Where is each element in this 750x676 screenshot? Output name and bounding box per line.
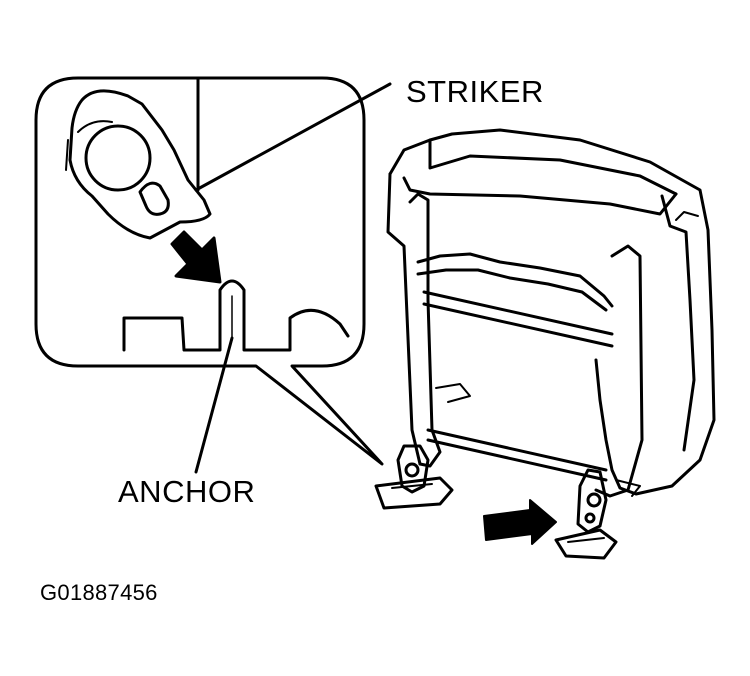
seat-back bbox=[388, 128, 716, 496]
arrow-right-icon bbox=[483, 499, 557, 545]
anchor-label: ANCHOR bbox=[118, 474, 256, 509]
left-frame bbox=[408, 192, 442, 468]
striker-large-hole bbox=[84, 124, 152, 192]
arrow-down-right-icon bbox=[170, 230, 222, 284]
seat-assembly bbox=[374, 128, 716, 560]
right-latch bbox=[576, 468, 608, 534]
middle-crossbar bbox=[422, 290, 614, 336]
anchor-leader bbox=[194, 336, 234, 474]
striker-plate bbox=[68, 89, 212, 240]
right-frame bbox=[594, 244, 644, 498]
striker-label: STRIKER bbox=[406, 74, 544, 109]
upper-crossbar bbox=[416, 252, 614, 308]
detail-inset bbox=[34, 76, 384, 466]
anchor-base bbox=[122, 279, 350, 352]
right-anchor-plate bbox=[554, 528, 618, 560]
striker-slot bbox=[138, 181, 170, 216]
lower-crossbar bbox=[426, 428, 608, 472]
left-anchor-plate bbox=[374, 476, 454, 510]
figure-id-label: G01887456 bbox=[40, 580, 158, 605]
striker-leader bbox=[194, 82, 392, 192]
